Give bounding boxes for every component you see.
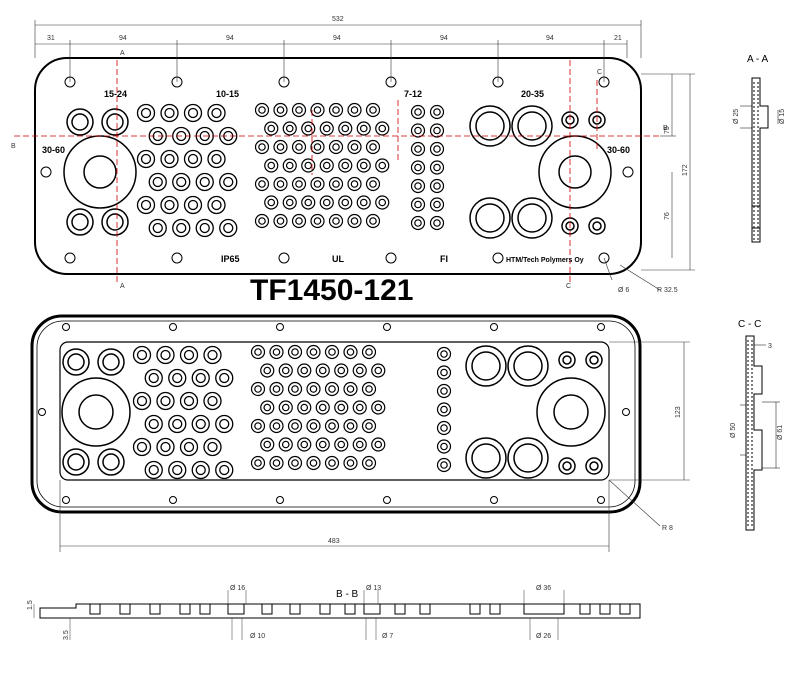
mounting-holes-top: [40, 76, 634, 264]
dim-aa-d1: Ø 25: [733, 109, 740, 124]
dim-bb-bottom-3: Ø 26: [536, 633, 551, 640]
cut-c-bottom: C: [566, 283, 571, 290]
label-10-15: 10-15: [216, 89, 239, 99]
entry-grid-3: [410, 104, 445, 231]
dim-bb-top-2: Ø 13: [366, 585, 381, 592]
entry-grid-2: [254, 102, 390, 229]
drawing-title: TF1450-121: [250, 274, 414, 307]
label-7-12: 7-12: [404, 89, 422, 99]
label-15-24: 15-24: [104, 89, 127, 99]
mid-plate-inner: [36, 320, 636, 508]
dim-cc-t: 3: [768, 343, 772, 350]
section-bb-text: B - B 1.5 3.5 Ø 16 Ø 13 Ø 36 Ø 10 Ø 7 Ø …: [27, 585, 551, 640]
dim-spacing-6: 94: [546, 35, 554, 42]
dim-mid-height: 123: [675, 406, 682, 418]
section-aa-title: A - A: [747, 54, 768, 65]
cut-b-right: B: [663, 125, 668, 132]
top-view: [14, 20, 695, 291]
large-entry-left: [63, 135, 137, 209]
medium-entries-right: [469, 105, 606, 239]
medium-entries-left: [66, 108, 129, 236]
mid-plate-outer: [30, 314, 642, 514]
dimension-lines-top: [34, 20, 695, 291]
top-view-text: 532 31 94 94 94 94 94 21 15-24 10-15 7-1…: [11, 16, 689, 294]
dim-bb-thk1: 1.5: [27, 600, 34, 610]
dim-spacing-3: 94: [226, 35, 234, 42]
dim-bb-top-3: Ø 36: [536, 585, 551, 592]
dim-spacing-7: 21: [614, 35, 622, 42]
entry-grid-1: [136, 103, 238, 238]
center-lines: [14, 60, 660, 285]
label-30-60-right: 30-60: [607, 145, 630, 155]
dim-hole-dia: Ø 6: [618, 287, 629, 294]
dim-bb-top-1: Ø 16: [230, 585, 245, 592]
dim-corner-radius: R 32.5: [657, 287, 678, 294]
label-ip65: IP65: [221, 254, 240, 264]
dim-bb-bottom-1: Ø 10: [250, 633, 265, 640]
dim-aa-d2: Ø 15: [779, 109, 786, 124]
middle-view-text: 123 483 R 8: [328, 406, 682, 545]
dim-mid-width: 483: [328, 538, 340, 545]
label-fi: FI: [440, 254, 448, 264]
section-cc-title: C - C: [738, 319, 761, 330]
middle-view: [30, 314, 690, 552]
dim-spacing-4: 94: [333, 35, 341, 42]
dim-height-lower: 76: [664, 212, 671, 220]
dim-overall-width: 532: [332, 16, 344, 23]
label-30-60-left: 30-60: [42, 145, 65, 155]
large-entry-right: [538, 135, 612, 209]
section-cc: [740, 335, 780, 531]
dim-cc-d1: Ø 50: [730, 423, 737, 438]
dim-spacing-2: 94: [119, 35, 127, 42]
mid-frame: [59, 341, 610, 481]
cut-a-bottom: A: [120, 283, 125, 290]
cut-a-top: A: [120, 50, 125, 57]
cut-b-left: B: [11, 143, 16, 150]
dim-height-upper: 75: [664, 126, 671, 134]
dim-cc-d2: Ø 61: [777, 425, 784, 440]
dim-height-total: 172: [682, 164, 689, 176]
top-plate-outline: [34, 57, 642, 275]
section-bb: [33, 590, 641, 640]
maker-label: HTM/Tech Polymers Oy: [506, 257, 584, 264]
section-aa: [740, 77, 779, 243]
dim-bb-bottom-2: Ø 7: [382, 633, 393, 640]
section-aa-text: A - A Ø 25 Ø 15: [733, 54, 786, 124]
mounting-holes-mid: [38, 323, 630, 504]
dim-bb-thk2: 3.5: [63, 630, 70, 640]
label-ul: UL: [332, 254, 344, 264]
dim-spacing-5: 94: [440, 35, 448, 42]
section-bb-title: B - B: [336, 589, 359, 600]
cut-c-top: C: [597, 69, 602, 76]
section-cc-text: C - C 3 Ø 50 Ø 61: [730, 319, 784, 440]
dim-spacing-1: 31: [47, 35, 55, 42]
dim-mid-radius: R 8: [662, 525, 673, 532]
label-20-35: 20-35: [521, 89, 544, 99]
